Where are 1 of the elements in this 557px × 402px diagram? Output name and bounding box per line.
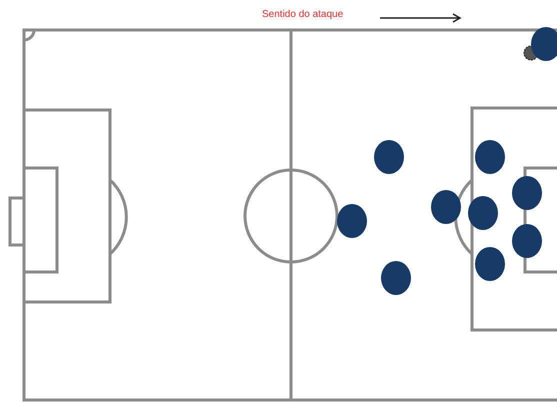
attack-direction-label: Sentido do ataque	[262, 10, 344, 20]
